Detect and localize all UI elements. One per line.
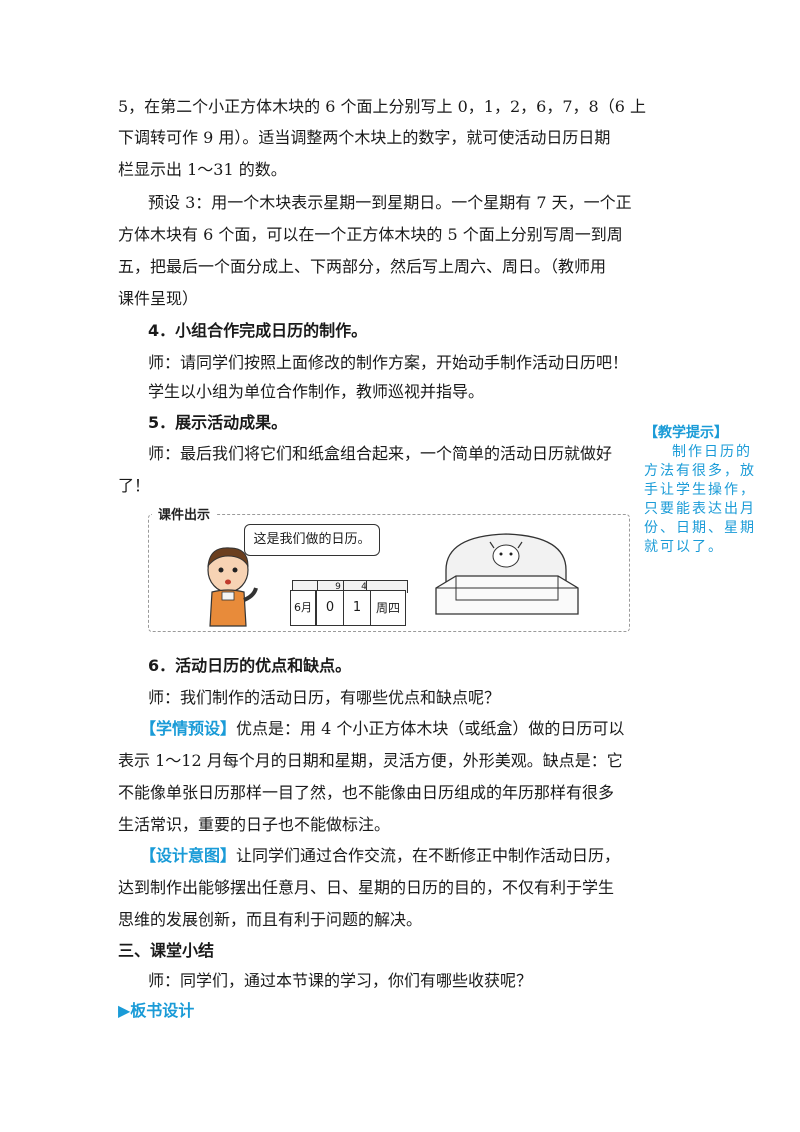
para-line: 下调转可作 9 用）。适当调整两个木块上的数字，就可使活动日历日期	[118, 128, 611, 147]
courseware-label: 课件出示	[152, 502, 217, 525]
para-line: 5，在第二个小正方体木块的 6 个面上分别写上 0，1，2，6，7，8（6 上	[118, 97, 646, 116]
board-design-heading: ▶板书设计	[118, 1001, 195, 1020]
para-line: 达到制作出能够摆出任意月、日、星期的日历的目的，不仅有利于学生	[118, 878, 615, 897]
para-line-with-tag: 【学情预设】优点是：用 4 个小正方体木块（或纸盒）做的日历可以	[140, 719, 624, 739]
para-line: 师：同学们，通过本节课的学习，你们有哪些收获呢？	[148, 971, 533, 990]
para-line: 栏显示出 1～31 的数。	[118, 160, 287, 179]
para-line: 预设 3：用一个木块表示星期一到星期日。一个星期有 7 天，一个正	[148, 193, 632, 212]
section-heading: 5．展示活动成果。	[148, 413, 288, 432]
calendar-block-weekday: 周四	[370, 590, 406, 626]
section-heading: 4．小组合作完成日历的制作。	[148, 321, 368, 340]
section-heading: 6．活动日历的优点和缺点。	[148, 656, 352, 675]
para-line: 学生以小组为单位合作制作，教师巡视并指导。	[148, 382, 485, 401]
speech-bubble: 这是我们做的日历。	[244, 524, 380, 556]
sidenote-line: 手让学生操作，	[644, 482, 756, 498]
para-text: 优点是：用 4 个小正方体木块（或纸盒）做的日历可以	[236, 719, 625, 738]
sidenote-heading: 【教学提示】	[644, 425, 728, 441]
para-line: 师：请同学们按照上面修改的制作方案，开始动手制作活动日历吧！	[148, 353, 629, 372]
sidenote-line: 份、日期、星期	[644, 520, 756, 536]
para-line: 表示 1～12 月每个月的日期和星期，灵活方便，外形美观。缺点是：它	[118, 751, 623, 770]
para-line: 不能像单张日历那样一目了然，也不能像由日历组成的年历那样有很多	[118, 783, 615, 802]
design-intent-tag: 【设计意图】	[140, 846, 237, 865]
para-line: 思维的发展创新，而且有利于问题的解决。	[118, 910, 423, 929]
para-line: 课件呈现）	[118, 289, 199, 308]
para-line: 师：我们制作的活动日历，有哪些优点和缺点呢？	[148, 688, 501, 707]
learning-preset-tag: 【学情预设】	[140, 719, 237, 738]
teaching-tip-sidenote: 【教学提示】 制作日历的 方法有很多，放 手让学生操作， 只要能表达出月 份、日…	[644, 424, 792, 557]
section-heading: 三、课堂小结	[118, 941, 215, 960]
para-line: 方体木块有 6 个面，可以在一个正方体木块的 5 个面上分别写周一到周	[118, 225, 623, 244]
para-line: 五，把最后一个面分成上、下两部分，然后写上周六、周日。（教师用	[118, 257, 607, 276]
calendar-block-digit: 1	[343, 590, 371, 626]
calendar-block-digit: 0	[316, 590, 344, 626]
para-line-with-tag: 【设计意图】让同学们通过合作交流，在不断修正中制作活动日历，	[140, 846, 620, 866]
sidenote-line: 只要能表达出月	[644, 501, 756, 517]
para-line: 生活常识，重要的日子也不能做标注。	[118, 815, 391, 834]
sidenote-line: 制作日历的	[672, 444, 752, 460]
boy-illustration	[207, 547, 258, 627]
para-line: 了！	[118, 476, 151, 495]
calendar-block-month: 6月	[290, 590, 316, 626]
block-top-face	[366, 580, 408, 593]
sidenote-line: 方法有很多，放	[644, 463, 756, 479]
para-text: 让同学们通过合作交流，在不断修正中制作活动日历，	[236, 846, 621, 865]
sidenote-line: 就可以了。	[644, 539, 724, 555]
para-line: 师：最后我们将它们和纸盒组合起来，一个简单的活动日历就做好	[148, 444, 613, 463]
paper-box-illustration	[435, 533, 579, 615]
courseware-figure	[148, 514, 630, 632]
